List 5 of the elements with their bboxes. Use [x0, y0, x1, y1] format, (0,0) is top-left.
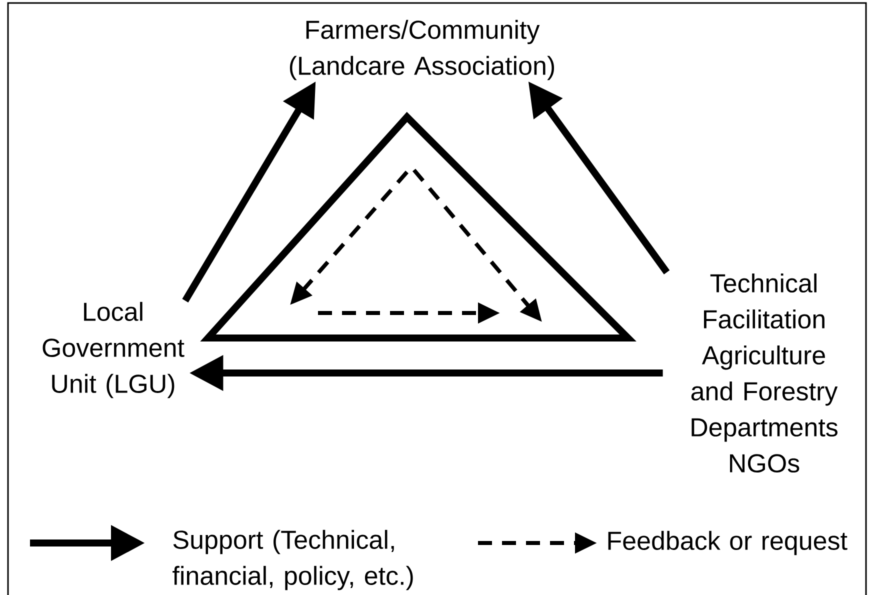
node-label: Farmers/Community (Landcare Association)	[290, 20, 554, 80]
node-label: Local Government Unit (LGU)	[42, 302, 184, 398]
legend-text: Feedback or request	[608, 530, 848, 556]
legend-text: Support (Technical, financial, policy, etc.)	[172, 530, 413, 590]
node-label: Technical Facilitation Agriculture and Forestry Departments NGOs	[691, 273, 838, 473]
